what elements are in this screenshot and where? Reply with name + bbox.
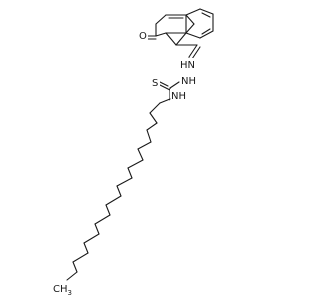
terminal-methyl: CH3: [53, 284, 72, 297]
bond: [199, 8, 214, 15]
bond: [155, 14, 167, 25]
thione-sulfur: S: [152, 78, 158, 89]
amide-nh: NH: [171, 91, 186, 102]
chain-bond: [146, 122, 158, 131]
chain-bond: [72, 252, 89, 263]
terminal-methyl-background: [52, 281, 75, 295]
structure-diagram: O HN NH S NH CH3: [52, 8, 214, 297]
bond: [185, 8, 201, 16]
terminal-methyl-subscript: 3: [68, 289, 72, 297]
chain-bond: [116, 185, 122, 197]
bond: [185, 32, 201, 39]
bond: [175, 32, 187, 46]
bond: [199, 30, 214, 39]
thiourea-bond: [169, 81, 180, 89]
bond: [155, 32, 167, 37]
bond: [201, 28, 211, 35]
amide-nh-background: [170, 89, 188, 101]
chain-bond: [105, 204, 111, 216]
chain-bond: [137, 141, 152, 150]
bond: [185, 14, 195, 25]
chain-bond: [137, 148, 144, 161]
chain-bond: [127, 159, 144, 169]
chain-bond: [83, 242, 89, 254]
oxygen-atom: O: [139, 31, 147, 42]
octadecyl-chain: [66, 98, 171, 281]
bond: [201, 12, 211, 18]
chain-bond: [127, 167, 133, 179]
chain-bond: [105, 195, 122, 206]
oxygen-background: [138, 29, 148, 41]
hydrazine-nh-upper-background: [179, 58, 198, 70]
chain-bond: [66, 271, 78, 281]
hydrazine-nh-upper: HN: [180, 60, 195, 71]
hydrazone-double-bond: [188, 44, 198, 58]
chain-bond: [94, 223, 100, 235]
hydrazine-nh-lower: NH: [181, 76, 196, 87]
terminal-methyl-main: CH: [53, 284, 68, 295]
thione-double-bond: [159, 84, 171, 91]
hydrazine-nh-lower-background: [180, 74, 199, 86]
chain-bond: [159, 98, 171, 104]
hydrazone-double-bond: [191, 46, 201, 60]
chain-bond: [116, 177, 133, 187]
bond: [185, 23, 195, 34]
thione-sulfur-background: [151, 76, 160, 88]
chain-bond: [72, 261, 78, 273]
chain-bond: [83, 233, 100, 244]
chain-bond: [146, 129, 152, 143]
chain-bond: [149, 112, 158, 124]
chain-bond: [94, 214, 111, 225]
chain-bond: [149, 102, 161, 114]
naphthalenone-ring-system: [155, 8, 214, 46]
bond: [165, 32, 177, 46]
